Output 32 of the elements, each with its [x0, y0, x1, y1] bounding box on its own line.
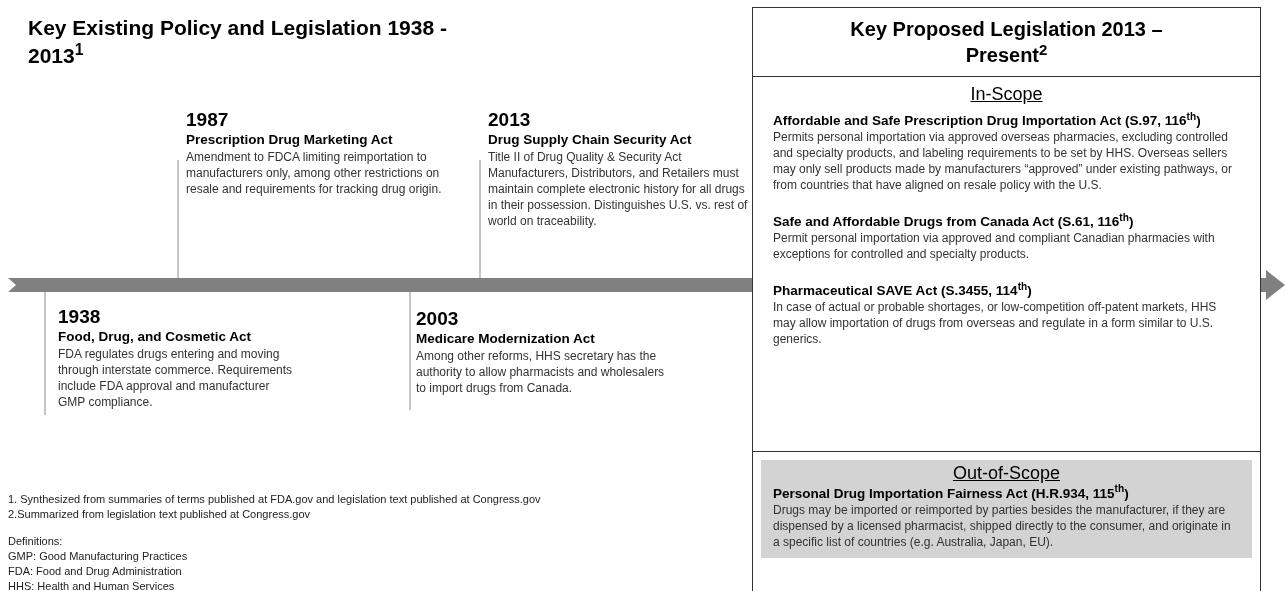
section-heading: Out-of-Scope	[951, 462, 1062, 485]
definitions-heading: Definitions:	[8, 534, 64, 549]
definition: FDA: Food and Drug Administration	[8, 564, 183, 579]
act-title: Safe and Affordable Drugs from Canada Act (S.61, 116$^{th}$)	[773, 213, 1135, 230]
event-title: Drug Supply Chain Security Act	[488, 131, 693, 149]
footnote: 1. Synthesized from summaries of terms published at FDA.gov and legislation text published at Congress.gov	[8, 492, 541, 507]
act-description: Permit personal importation via approved and compliant Canadian pharmacies with exceptions for controlled and specialty products.	[773, 230, 1216, 262]
event-title: Food, Drug, and Cosmetic Act	[58, 328, 252, 346]
event-description: Title II of Drug Quality & Security Act Manufacturers, Distributors, and Retailers must maintain complete electronic history for all drugs in their possession. Distinguishes U.S. vs. rest of world on traceability.	[488, 148, 749, 229]
out-of-scope-box	[761, 460, 1252, 558]
event-year: 1938	[58, 305, 102, 329]
act-description: In case of actual or probable shortages, or low-competition off-patent markets, HHS may allow importation of drugs from overseas and regulate in a form similar to U.S. generics.	[773, 299, 1218, 347]
panel-heading: Key Proposed Legislation 2013 – Present$^{2}$	[753, 8, 1260, 77]
definition: HHS: Health and Human Services	[8, 579, 176, 591]
section-heading: In-Scope	[969, 83, 1044, 106]
act-description: Drugs may be imported or reimported by parties besides the manufacturer, if they are dispensed by a licensed pharmacist, shipped directly to the consumer, and originate in a specific list of countries (e.g. Australia, Japan, EU).	[773, 501, 1232, 550]
event-year: 2003	[416, 307, 460, 331]
event-title: Medicare Modernization Act	[416, 330, 596, 348]
event-description: FDA regulates drugs entering and moving through interstate commerce. Requirements include FDA approval and manufacturer GMP compliance.	[58, 345, 294, 410]
legislation-panel	[752, 7, 1261, 591]
event-title: Prescription Drug Marketing Act	[186, 131, 394, 149]
act-description: Permits personal importation via approved overseas pharmacies, excluding controlled and specialty products, and labeling requirements to be set by HHS. Overseas sellers may only sell products made by manufacturers “approved” under existing pathways, or from countries that have aligned on resale policy with the U.S.	[773, 129, 1233, 193]
event-description: Amendment to FDCA limiting reimportation to manufacturers only, among other restrictions on resale and requirements for tracking drug origin.	[186, 148, 443, 197]
page-title: Key Existing Policy and Legislation 1938 - 2013$^{1}$	[28, 15, 448, 69]
act-title: Pharmaceutical SAVE Act (S.3455, 114$^{th}$)	[773, 282, 1033, 299]
act-title: Personal Drug Importation Fairness Act (H.R.934, 115$^{th}$)	[773, 484, 1130, 502]
event-year: 2013	[488, 108, 532, 132]
event-year: 1987	[186, 108, 230, 132]
footnote: 2.Summarized from legislation text published at Congress.gov	[8, 507, 312, 522]
event-description: Among other reforms, HHS secretary has the authority to allow pharmacists and wholesalers to import drugs from Canada.	[416, 347, 666, 396]
definition: GMP: Good Manufacturing Practices	[8, 549, 189, 564]
act-title: Affordable and Safe Prescription Drug Importation Act (S.97, 116$^{th}$)	[773, 112, 1202, 129]
